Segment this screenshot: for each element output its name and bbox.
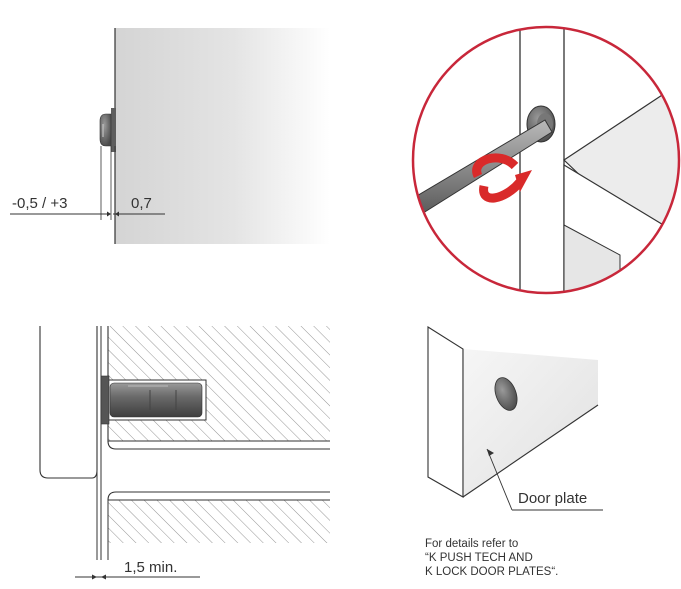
door-plate-icon [494,377,518,411]
detail-ring [411,25,681,295]
door-plate-label: Door plate [518,490,587,507]
note-line-1: For details refer to [425,538,518,550]
plug-section [100,375,207,425]
gap-label: 0,7 [131,195,152,212]
tolerance-label: -0,5 / +3 [12,195,67,212]
reference-note: For details refer to “K PUSH TECH AND K … [425,538,558,578]
min-gap-label: 1,5 min. [124,559,177,576]
cross-section: 1,5 min. [39,326,330,580]
side-view-panel: -0,5 / +3 0,7 [10,28,330,244]
rotation-arrow-icon [472,153,532,203]
note-line-2: “K PUSH TECH AND [425,552,533,564]
plug-side-view [99,108,116,152]
note-line-3: K LOCK DOOR PLATES“. [425,566,558,578]
detail-circle [411,25,681,295]
door-panel [115,28,330,244]
door-perspective: Door plate [427,326,603,511]
